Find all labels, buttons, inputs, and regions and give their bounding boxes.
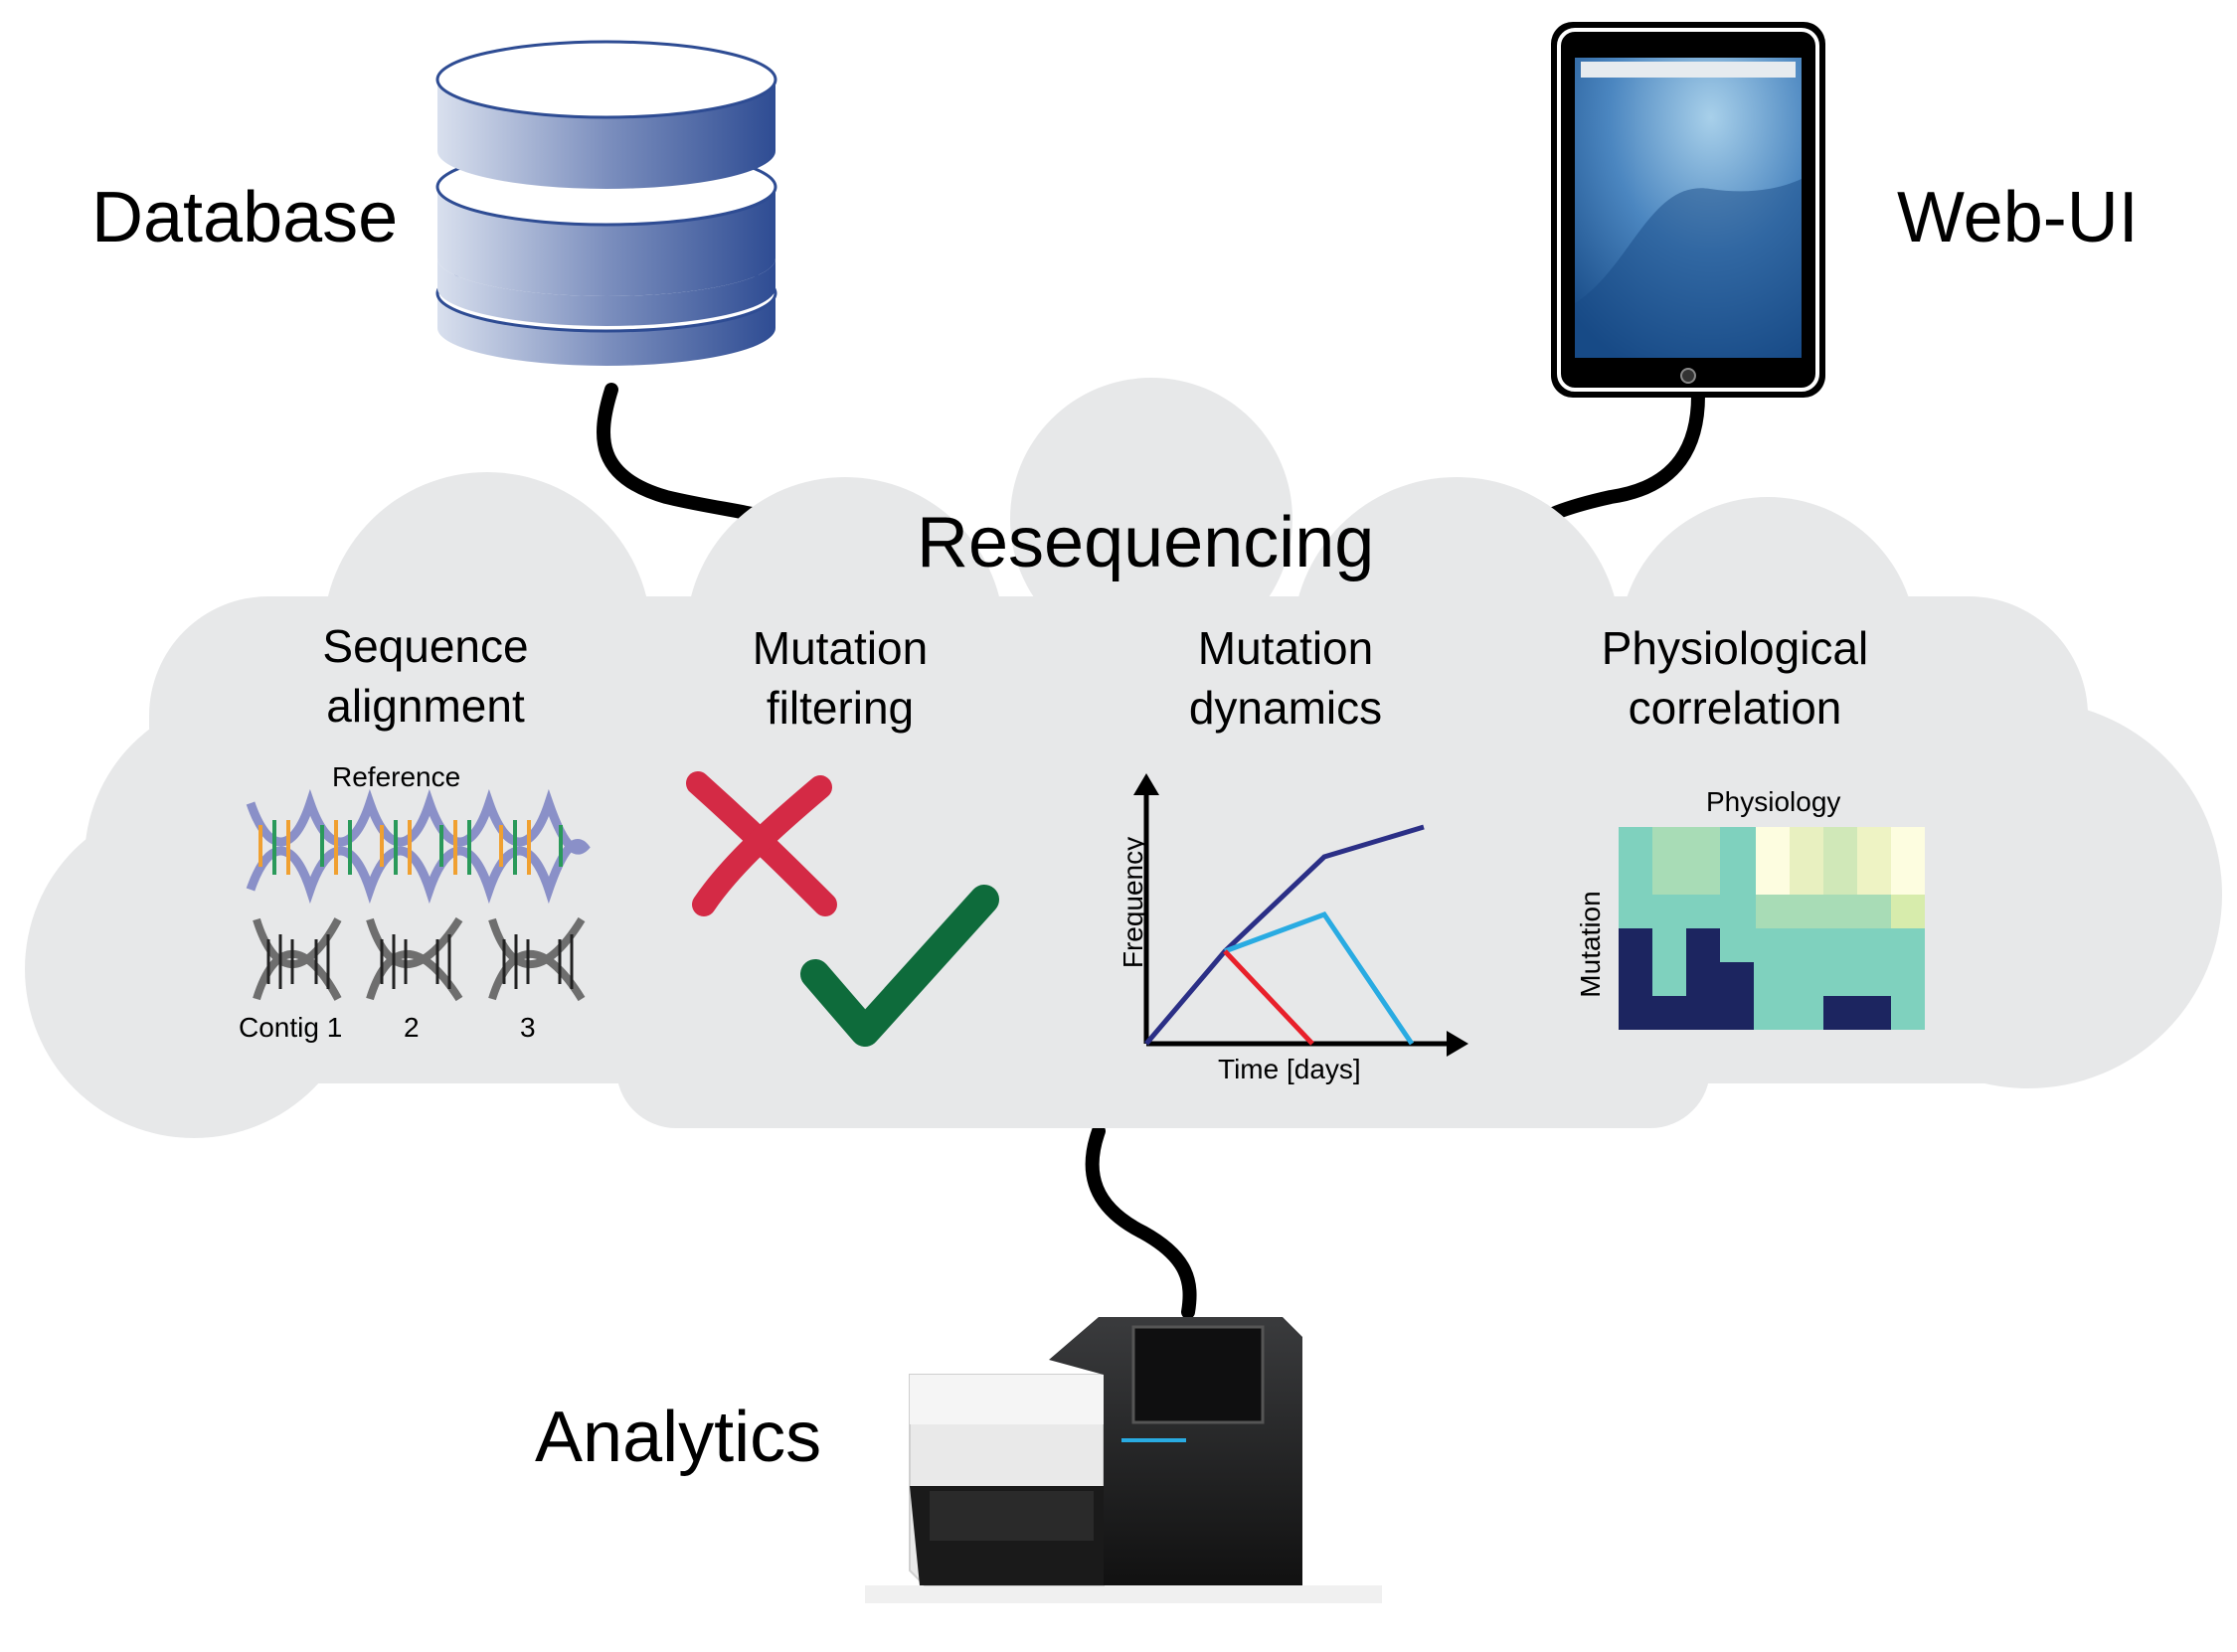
heatmap-top-label: Physiology bbox=[1706, 786, 1841, 817]
dynamics-y-label: Frequency bbox=[1118, 836, 1148, 969]
stage-2-line-1: Mutation bbox=[752, 622, 929, 674]
database-icon bbox=[435, 40, 777, 366]
stage-sequence-alignment: Sequence alignment bbox=[266, 616, 585, 736]
dynamics-line-dark bbox=[1144, 824, 1425, 1046]
tablet-icon bbox=[1551, 22, 1825, 398]
reference-dna-icon bbox=[246, 788, 591, 905]
cloud-shape bbox=[25, 378, 2222, 1138]
stage-4-line-2: correlation bbox=[1628, 682, 1842, 734]
contig-3-dna bbox=[488, 916, 586, 1002]
database-label: Database bbox=[91, 178, 399, 257]
analytics-label: Analytics bbox=[535, 1398, 822, 1477]
cable-analytics bbox=[1085, 1124, 1197, 1319]
dynamics-y-arrow bbox=[1133, 773, 1159, 795]
dynamics-line-red bbox=[1223, 949, 1314, 1046]
reject-cross-icon bbox=[686, 771, 837, 916]
resequencing-title: Resequencing bbox=[917, 503, 1375, 582]
accept-check-icon bbox=[800, 885, 999, 1047]
dynamics-x-label: Time [days] bbox=[1218, 1054, 1361, 1084]
cable-database bbox=[597, 383, 787, 529]
contig-dna-icons bbox=[253, 916, 586, 1002]
contig-1-dna bbox=[253, 917, 342, 1001]
stage-mutation-dynamics: Mutation dynamics bbox=[1126, 618, 1445, 738]
stage-1-line-1: Sequence bbox=[322, 620, 529, 672]
stage-3-line-1: Mutation bbox=[1197, 622, 1374, 674]
physiology-heatmap bbox=[1619, 827, 1925, 1030]
contig-2-label: 2 bbox=[404, 1012, 420, 1043]
web-ui-label: Web-UI bbox=[1897, 178, 2139, 257]
dynamics-chart bbox=[1133, 773, 1468, 1057]
stage-2-line-2: filtering bbox=[766, 682, 915, 734]
stage-mutation-filtering: Mutation filtering bbox=[681, 618, 999, 738]
contig-2-dna bbox=[366, 916, 463, 1002]
contig-3-label: 3 bbox=[520, 1012, 536, 1043]
stage-4-line-1: Physiological bbox=[1601, 622, 1869, 674]
reference-label: Reference bbox=[332, 761, 461, 792]
stage-3-line-2: dynamics bbox=[1188, 682, 1383, 734]
sequencer-icon bbox=[865, 1317, 1382, 1603]
stage-physiological-correlation: Physiological correlation bbox=[1566, 618, 1904, 738]
dynamics-line-cyan bbox=[1224, 910, 1415, 1046]
dynamics-x-arrow bbox=[1447, 1031, 1468, 1057]
stage-1-line-2: alignment bbox=[326, 680, 525, 732]
contig-1-label: Contig 1 bbox=[239, 1012, 343, 1043]
heatmap-side-label: Mutation bbox=[1575, 891, 1606, 998]
